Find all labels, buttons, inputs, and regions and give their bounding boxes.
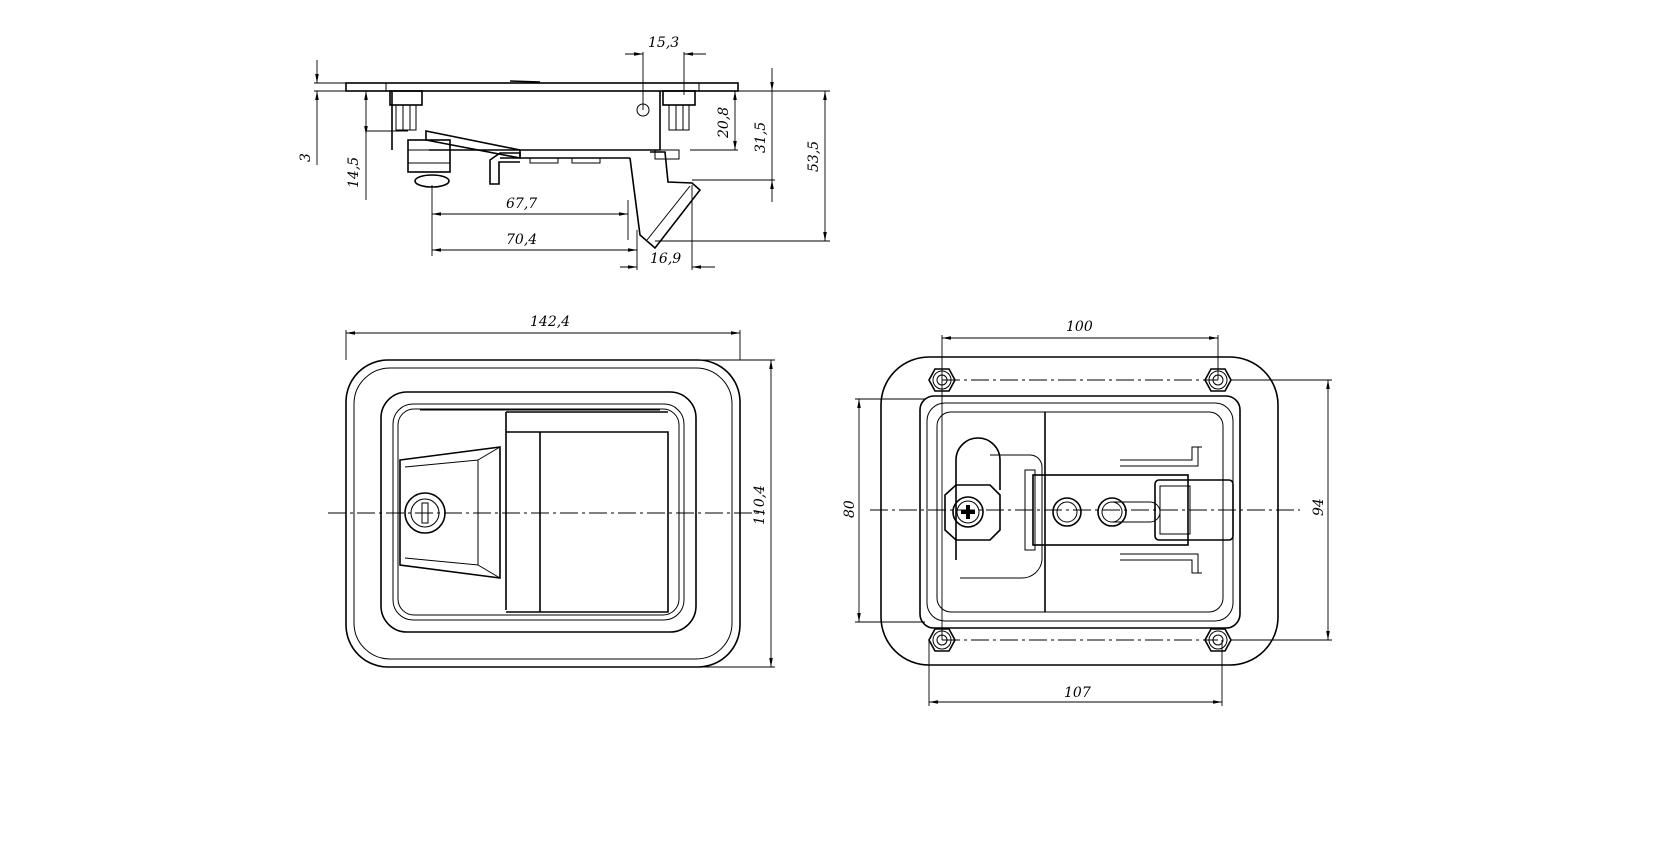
dim-14-5: 14,5: [346, 157, 362, 188]
dim-16-9: 16,9: [650, 251, 681, 267]
side-view: 15,3 3 14,5 20,8 31,5 53,5 67,7 70,4 16,…: [298, 35, 830, 270]
dim-80: 80: [842, 500, 858, 518]
nut-left: [389, 90, 423, 131]
dim-53-5: 53,5: [806, 141, 822, 172]
dim-94: 94: [1311, 498, 1327, 516]
dim-3: 3: [298, 153, 314, 162]
dim-142-4: 142,4: [530, 314, 570, 330]
dim-100: 100: [1066, 319, 1093, 335]
front-view: 142,4 110,4: [328, 314, 775, 668]
rear-view: 100 80 94 107: [842, 319, 1332, 706]
dim-107: 107: [1064, 685, 1091, 701]
nut-right: [662, 90, 696, 131]
dim-20-8: 20,8: [716, 107, 732, 139]
dim-70-4: 70,4: [506, 232, 537, 248]
dim-67-7: 67,7: [506, 196, 537, 212]
dim-110-4: 110,4: [752, 485, 768, 525]
dim-15-3: 15,3: [648, 35, 679, 51]
dim-31-5: 31,5: [753, 122, 769, 153]
